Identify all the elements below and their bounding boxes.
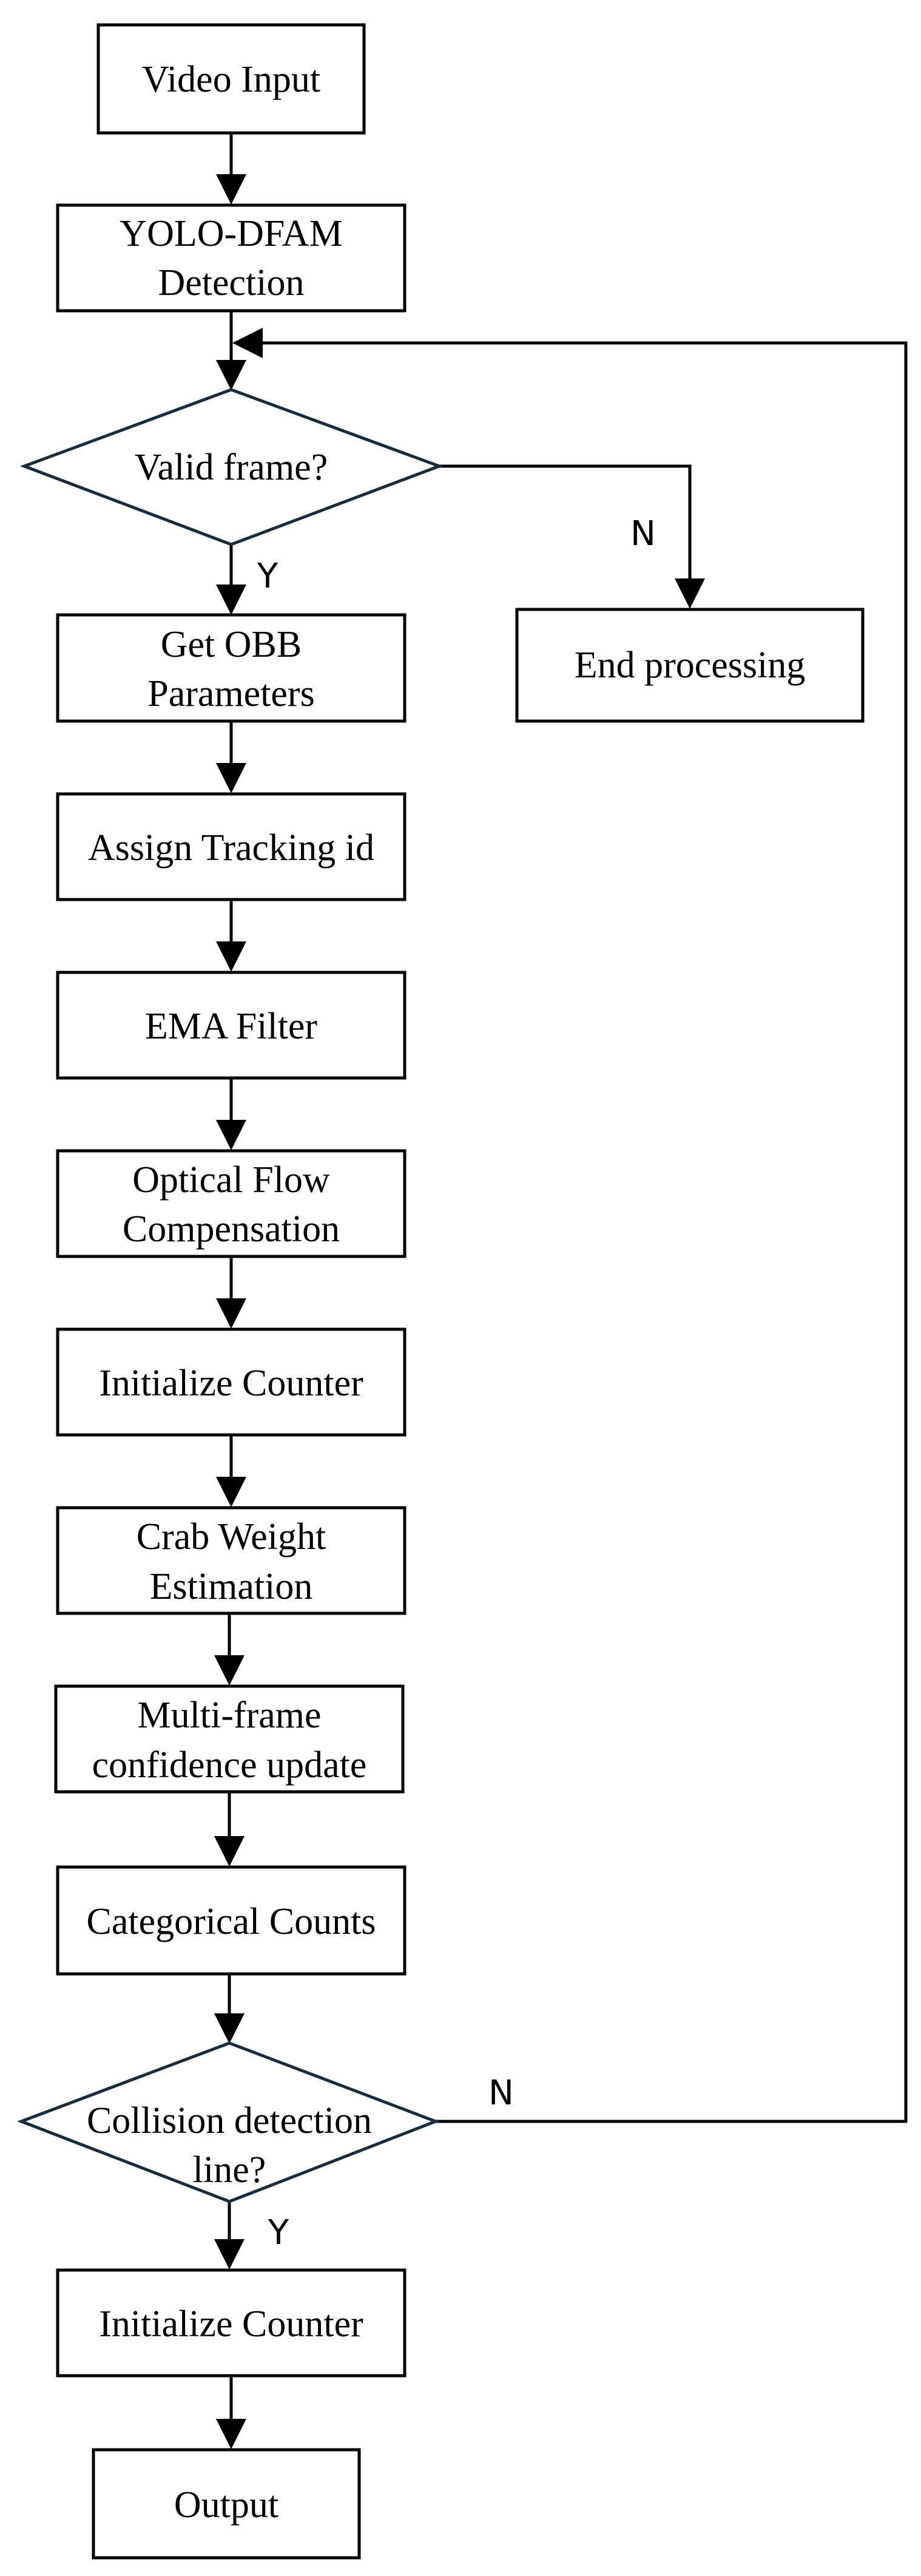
edge-valid-no-to-end: [439, 464, 705, 609]
node-label: Video Input: [142, 59, 320, 100]
node-label: Assign Tracking id: [88, 827, 374, 869]
node-label-line2: Parameters: [147, 673, 314, 714]
node-initialize-counter-1: Initialize Counter: [56, 1327, 407, 1437]
node-categorical-counts: Categorical Counts: [56, 1865, 407, 1976]
decision-collision-detection-line: Collision detection line?: [16, 2041, 440, 2203]
node-label: Categorical Counts: [87, 1901, 376, 1942]
branch-label-collision-no: N: [488, 2073, 514, 2113]
node-label: Output: [174, 2484, 278, 2526]
decision-label-line2: line?: [193, 2149, 266, 2191]
node-ema-filter: EMA Filter: [56, 971, 407, 1080]
node-label-line1: Get OBB: [161, 624, 302, 665]
node-multi-frame-confidence-update: Multi-frame confidence update: [54, 1684, 405, 1794]
node-output: Output: [92, 2448, 361, 2560]
node-label-line1: Crab Weight: [137, 1516, 326, 1557]
node-label-line2: confidence update: [92, 1744, 367, 1786]
node-label-line2: Estimation: [150, 1566, 313, 1607]
node-label: Initialize Counter: [99, 1363, 363, 1404]
node-initialize-counter-2: Initialize Counter: [56, 2268, 407, 2378]
node-label: Initialize Counter: [99, 2303, 363, 2345]
decision-valid-frame: Valid frame?: [19, 388, 444, 546]
node-label-line2: Detection: [158, 262, 304, 303]
decision-label: Valid frame?: [135, 447, 328, 488]
node-label-line2: Compensation: [123, 1208, 340, 1250]
edge-collision-no-loop: [232, 328, 908, 2123]
node-label-line1: Multi-frame: [137, 1695, 321, 1736]
decision-label-line1: Collision detection: [87, 2100, 372, 2141]
node-label-line1: YOLO-DFAM: [120, 213, 342, 254]
branch-label-valid-yes: Y: [257, 557, 278, 596]
node-end-processing: End processing: [515, 608, 865, 723]
branch-label-collision-yes: Y: [268, 2213, 289, 2252]
node-crab-weight-estimation: Crab Weight Estimation: [56, 1506, 407, 1615]
node-label-line1: Optical Flow: [132, 1159, 330, 1201]
node-yolo-detection: YOLO-DFAM Detection: [56, 203, 407, 313]
node-video-input: Video Input: [96, 23, 366, 135]
node-get-obb-parameters: Get OBB Parameters: [56, 613, 407, 723]
node-optical-flow-compensation: Optical Flow Compensation: [56, 1149, 407, 1258]
node-label: EMA Filter: [145, 1006, 318, 1047]
branch-label-valid-no: N: [630, 514, 656, 554]
node-label: End processing: [575, 645, 806, 686]
node-assign-tracking-id: Assign Tracking id: [56, 792, 407, 901]
edges: [214, 133, 908, 2449]
